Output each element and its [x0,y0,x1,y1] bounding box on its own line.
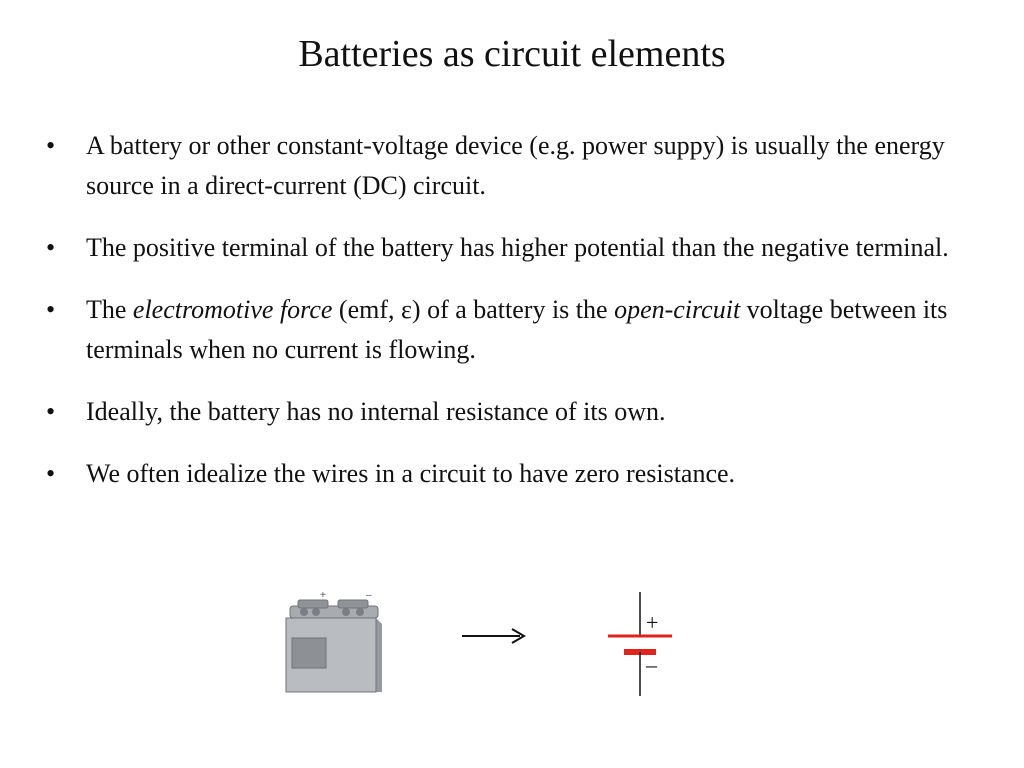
slide-title: Batteries as circuit elements [298,33,726,75]
symbol-plus-label: + [646,610,659,635]
bullet-item: The electromotive force (emf, ε) of a ba… [44,290,984,370]
bullet-text: A battery or other constant-voltage devi… [86,131,945,200]
bullet-item: The positive terminal of the battery has… [44,228,984,268]
emphasis-electromotive-force: electromotive force [132,295,333,324]
symbol-minus-label: – [646,652,657,677]
bullet-item: We often idealize the wires in a circuit… [44,454,984,494]
right-arrow-icon [462,628,526,644]
battery-circuit-symbol [608,592,672,696]
emphasis-open-circuit: open-circuit [614,295,741,324]
bullet-text-part: (emf, ε) of a battery is the [332,295,615,324]
bullet-list: A battery or other constant-voltage devi… [44,126,984,516]
bullet-text-part: voltage between its terminals when no cu… [86,295,948,364]
battery-plus-label: + [320,590,326,601]
bullet-text: We often idealize the wires in a circuit… [86,459,736,488]
battery-minus-label: – [366,590,372,601]
battery-body [285,617,382,693]
battery-top [289,599,379,619]
bullet-item: Ideally, the battery has no internal res… [44,392,984,432]
bullet-text-part: The [86,295,133,324]
car-battery-icon: + – [285,590,382,693]
bullet-text: The positive terminal of the battery has… [86,233,949,262]
bullet-item: A battery or other constant-voltage devi… [44,126,984,206]
bullet-text: Ideally, the battery has no internal res… [86,397,666,426]
